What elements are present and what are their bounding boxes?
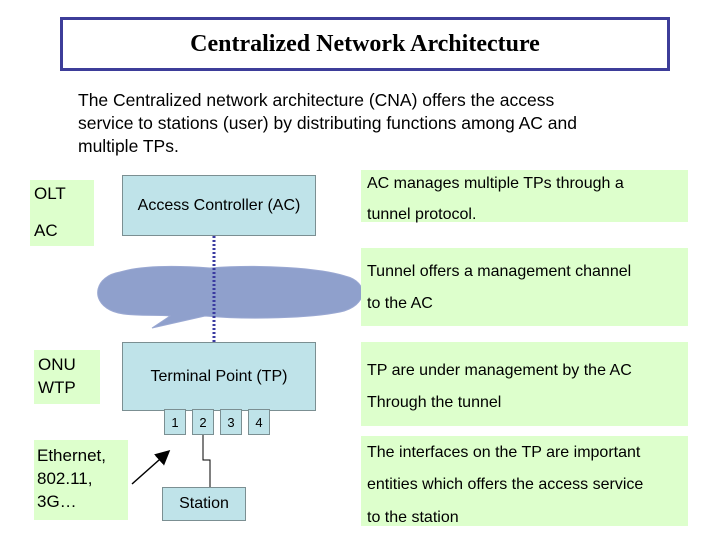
olt-ac-label: OLT AC (30, 180, 94, 246)
media-label: Ethernet, 802.11, 3G… (34, 440, 128, 520)
tp-note: TP are under management by the AC Throug… (361, 342, 688, 426)
access-controller-label: Access Controller (AC) (137, 196, 301, 214)
olt-label: OLT (34, 184, 66, 203)
interface-note-line-1: The interfaces on the TP are important (367, 444, 641, 461)
media-line-2: 802.11, (37, 469, 93, 488)
title-box: Centralized Network Architecture (60, 17, 670, 71)
interface-note-line-3: to the station (367, 509, 459, 526)
port-3: 3 (220, 409, 242, 435)
station-link (202, 435, 211, 487)
tunnel-note-line-2: to the AC (367, 295, 433, 312)
station-label: Station (179, 495, 229, 512)
network-cloud (97, 265, 363, 329)
station-node: Station (162, 487, 246, 521)
wtp-label: WTP (38, 378, 76, 397)
access-controller-node: Access Controller (AC) (122, 175, 316, 236)
tunnel-note-line-1: Tunnel offers a management channel (367, 263, 632, 280)
port-1: 1 (164, 409, 186, 435)
ac-label: AC (34, 221, 58, 240)
terminal-point-node: Terminal Point (TP) (122, 342, 316, 411)
onu-label: ONU (38, 355, 76, 374)
tunnel-note: Tunnel offers a management channel to th… (361, 248, 688, 326)
intro-text: The Centralized network architecture (CN… (78, 90, 577, 156)
terminal-point-label: Terminal Point (TP) (150, 367, 288, 385)
page-title: Centralized Network Architecture (190, 30, 540, 57)
interface-arrow (131, 450, 171, 485)
interface-note: The interfaces on the TP are important e… (361, 436, 688, 526)
media-line-1: Ethernet, (37, 446, 106, 465)
interface-note-line-2: entities which offers the access service (367, 476, 644, 493)
tp-note-line-1: TP are under management by the AC (367, 362, 632, 379)
tp-note-line-2: Through the tunnel (367, 394, 502, 411)
onu-wtp-label: ONU WTP (34, 350, 100, 404)
ac-note: AC manages multiple TPs through a tunnel… (361, 170, 688, 223)
ac-note-line-1: AC manages multiple TPs through a (367, 175, 624, 192)
port-2: 2 (192, 409, 214, 435)
port-4: 4 (248, 409, 270, 435)
ac-note-line-2: tunnel protocol. (367, 206, 477, 223)
media-line-3: 3G… (37, 492, 77, 511)
